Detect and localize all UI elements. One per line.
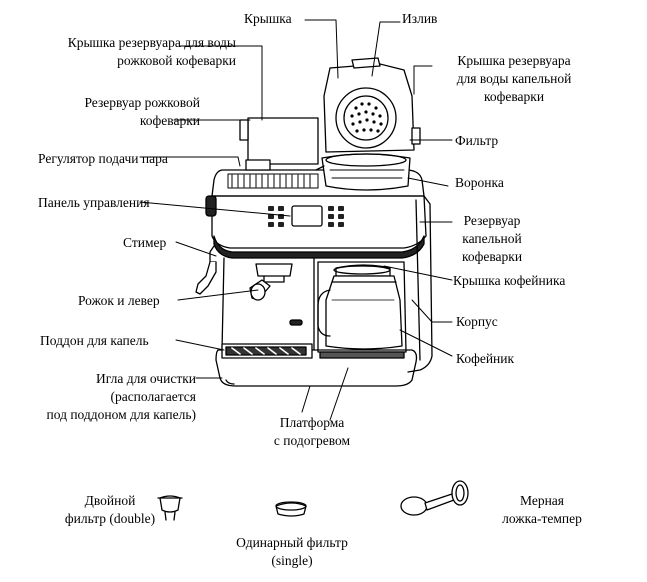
control-panel (268, 205, 344, 227)
steamer (195, 245, 217, 295)
label-espresso-tank: Резервуар рожковой кофеварки (84, 95, 200, 128)
label-housing: Корпус (456, 314, 498, 329)
label-portafilter: Рожок и левер (78, 293, 160, 308)
steam-knob (205, 195, 217, 217)
label-drip-tank-lid: Крышка резервуара для воды капельной коф… (456, 53, 572, 104)
label-cleaning-needle: Игла для очистки (располагается под подд… (46, 371, 196, 422)
label-control-panel: Панель управления (38, 195, 150, 210)
measuring-spoon-tamper (400, 480, 469, 516)
label-spout: Излив (402, 11, 438, 26)
double-filter (157, 495, 183, 521)
label-steam-regulator: Регулятор подачи пара (38, 151, 168, 166)
label-funnel: Воронка (455, 175, 504, 190)
label-carafe: Кофейник (456, 351, 515, 366)
drip-tray (221, 343, 313, 359)
filter-funnel (315, 153, 411, 191)
label-double-filter: Двойной фильтр (double) (64, 493, 156, 526)
label-lid: Крышка (244, 11, 292, 26)
machine-body (211, 169, 433, 387)
label-warming-plate: Платформа с подогревом (273, 415, 351, 448)
label-carafe-lid: Крышка кофейника (453, 273, 566, 288)
label-steamer: Стимер (123, 235, 167, 250)
single-filter (275, 501, 307, 517)
top-grill (227, 173, 319, 189)
label-espresso-tank-lid: Крышка резервуара для воды рожковой кофе… (67, 35, 236, 68)
label-spoon-tamper: Мерная ложка-темпер (502, 493, 582, 526)
carafe (317, 264, 403, 350)
leader-lines (139, 19, 453, 421)
label-drip-tray: Поддон для капель (40, 333, 149, 348)
portafilter (249, 263, 293, 301)
espresso-tank (239, 117, 319, 171)
label-single-filter: Одинарный фильтр (single) (236, 535, 348, 568)
label-drip-tank: Резервуар капельной кофеварки (461, 213, 523, 264)
label-filter: Фильтр (455, 133, 499, 148)
drip-lid-open (323, 57, 421, 153)
